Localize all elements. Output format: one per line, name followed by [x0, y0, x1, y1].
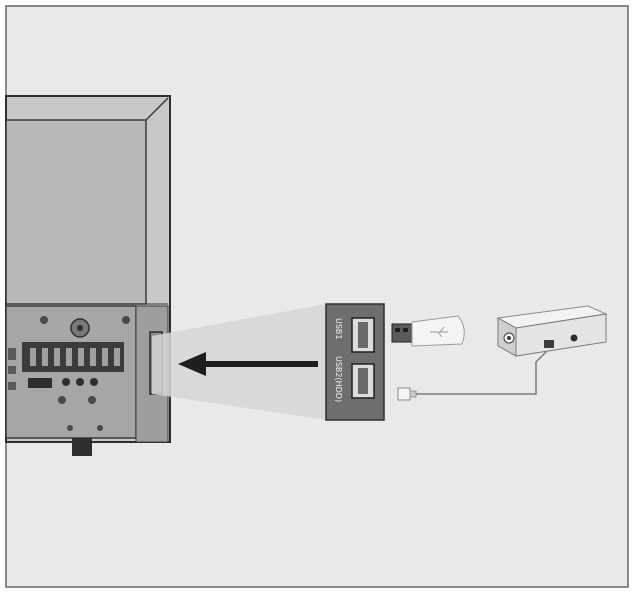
- screw: [88, 396, 96, 404]
- hdmi-port: [28, 378, 52, 388]
- arrow-left-icon: [178, 352, 318, 376]
- usb-trident-icon: [430, 326, 448, 338]
- external-hard-drive: [496, 305, 608, 357]
- connector-block: [22, 342, 124, 372]
- screw: [67, 425, 73, 431]
- screw: [97, 425, 103, 431]
- usb-cable: [416, 349, 549, 395]
- port2-label: USB2(HDD): [334, 356, 343, 402]
- usb-cable-plug: [397, 387, 417, 401]
- screw: [122, 316, 130, 324]
- port1-label: USB1: [334, 318, 343, 340]
- tv-screen: [5, 119, 147, 305]
- screw: [40, 316, 48, 324]
- hdd-power-socket: [570, 334, 578, 342]
- usb-port-panel: USB1 USB2(HDD): [325, 303, 385, 421]
- television: [5, 95, 171, 456]
- tv-stand: [72, 438, 92, 456]
- screw: [58, 396, 66, 404]
- usb-flash-drive: [391, 315, 465, 347]
- hdd-usb-socket: [544, 340, 554, 348]
